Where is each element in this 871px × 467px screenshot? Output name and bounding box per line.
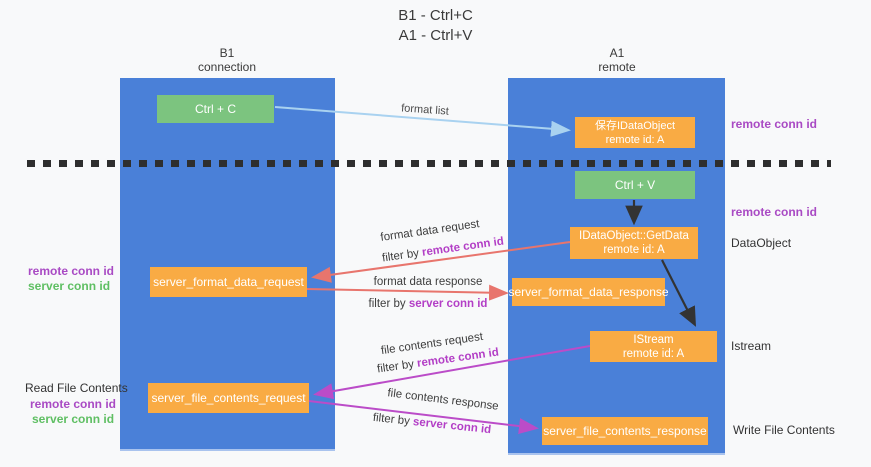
diagram-title: B1 - Ctrl+C A1 - Ctrl+V <box>0 6 871 46</box>
label-read-file-contents: Read File Contents <box>25 381 128 395</box>
filter-by-text: filter by <box>372 411 414 428</box>
label-remote-conn-id-left-2: remote conn id <box>30 397 117 411</box>
label-dataobject: DataObject <box>731 236 792 250</box>
node-server-file-contents-request-label: server_file_contents_request <box>151 391 306 405</box>
lane-left-subtitle: connection <box>197 60 257 74</box>
node-save-dataobject-line2: remote id: A <box>605 133 665 146</box>
label-server-conn-id-left-1: server conn id <box>28 279 111 293</box>
node-istream: IStream remote id: A <box>590 331 717 362</box>
remote-conn-id-highlight: remote conn id <box>421 235 505 259</box>
lane-right-name: A1 <box>609 46 625 60</box>
filter-by-text: filter by <box>381 246 423 265</box>
label-remote-conn-id-top-right: remote conn id <box>731 117 818 131</box>
lane-right-subtitle: remote <box>598 60 636 74</box>
title-line-2: A1 - Ctrl+V <box>398 27 473 44</box>
server-conn-id-highlight: server conn id <box>412 416 492 437</box>
arrow-label-file-contents-response: file contents response <box>386 387 500 413</box>
node-server-file-contents-response: server_file_contents_response <box>542 417 708 445</box>
label-server-conn-id-left-2: server conn id <box>32 412 115 426</box>
node-save-dataobject-line1: 保存IDataObject <box>594 119 676 132</box>
title-line-1: B1 - Ctrl+C <box>398 7 473 24</box>
lane-left-name: B1 <box>219 46 235 60</box>
lane-header-left: B1 connection <box>167 46 287 74</box>
label-write-file-contents: Write File Contents <box>733 423 835 437</box>
node-save-dataobject: 保存IDataObject remote id: A <box>575 117 695 148</box>
label-remote-conn-id-left-1: remote conn id <box>28 264 115 278</box>
server-conn-id-highlight: server conn id <box>408 298 488 310</box>
node-ctrl-v: Ctrl + V <box>575 171 695 199</box>
node-istream-line1: IStream <box>633 333 674 346</box>
node-server-file-contents-response-label: server_file_contents_response <box>543 424 707 438</box>
node-ctrl-c: Ctrl + C <box>157 95 274 123</box>
label-remote-conn-id-mid-right: remote conn id <box>731 205 818 219</box>
node-ctrl-c-label: Ctrl + C <box>194 102 236 116</box>
filter-by-text: filter by <box>368 298 409 310</box>
node-istream-line2: remote id: A <box>622 347 685 360</box>
node-server-format-data-request: server_format_data_request <box>150 267 307 297</box>
arrow-label-format-data-response: format data response <box>373 276 483 288</box>
node-getdata-line1: IDataObject::GetData <box>579 230 689 242</box>
node-server-format-data-response-label: server_format_data_response <box>508 285 669 299</box>
node-ctrl-v-label: Ctrl + V <box>614 178 656 192</box>
node-server-format-data-request-label: server_format_data_request <box>153 275 304 289</box>
format-data-response-arrow <box>306 284 509 301</box>
node-server-file-contents-request: server_file_contents_request <box>148 383 309 413</box>
label-istream: Istream <box>731 339 772 353</box>
arrow-label-format-data-response-filter: filter by server conn id <box>369 298 488 310</box>
node-idataobject-getdata: IDataObject::GetData remote id: A <box>570 227 698 259</box>
filter-by-text: filter by <box>376 357 418 376</box>
arrow-label-format-list: format list <box>400 102 450 118</box>
copy-paste-separator-line <box>27 160 831 167</box>
node-server-format-data-response: server_format_data_response <box>508 278 669 306</box>
lane-header-right: A1 remote <box>557 46 677 74</box>
node-getdata-line2: remote id: A <box>603 244 665 256</box>
arrow-label-file-contents-response-filter: filter by server conn id <box>372 412 491 436</box>
